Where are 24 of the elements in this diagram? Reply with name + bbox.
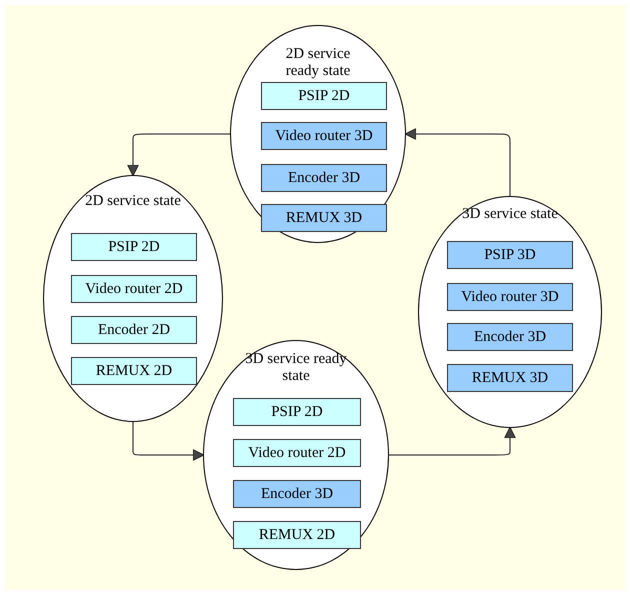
state-title: 2D service state	[84, 193, 182, 210]
component-box: Encoder 2D	[71, 316, 197, 344]
state-title: 3D service state	[461, 206, 559, 223]
component-box: REMUX 3D	[261, 204, 387, 232]
component-box: Encoder 3D	[447, 323, 573, 351]
component-box: Video router 2D	[71, 275, 197, 303]
component-box: REMUX 3D	[447, 364, 573, 392]
component-box: Video router 3D	[447, 283, 573, 311]
arrow	[404, 128, 510, 196]
component-box: PSIP 2D	[233, 398, 361, 426]
component-box: Video router 2D	[233, 439, 361, 467]
component-box: REMUX 2D	[233, 521, 361, 549]
component-box: PSIP 3D	[447, 241, 573, 269]
arrow	[388, 426, 516, 456]
component-box: PSIP 2D	[261, 82, 387, 110]
arrow	[132, 422, 204, 461]
component-box: PSIP 2D	[71, 233, 197, 261]
component-box: Video router 3D	[261, 122, 387, 150]
component-box: Encoder 3D	[233, 480, 361, 508]
component-box: Encoder 3D	[261, 164, 387, 192]
arrow	[127, 134, 230, 176]
state-title: 3D service ready state	[244, 351, 348, 385]
component-box: REMUX 2D	[71, 357, 197, 385]
state-title: 2D service ready state	[284, 46, 352, 80]
